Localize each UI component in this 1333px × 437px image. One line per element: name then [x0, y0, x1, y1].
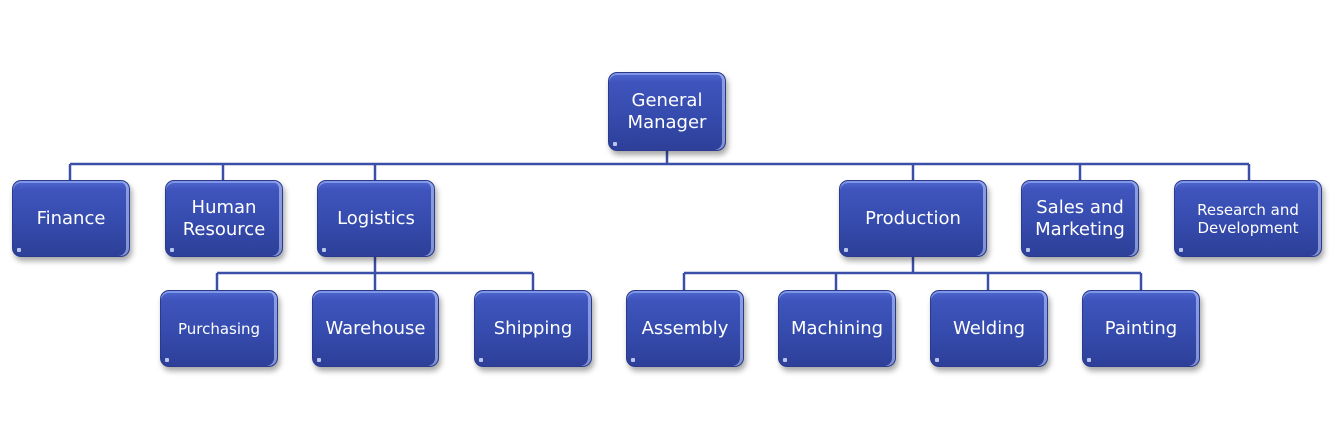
node-label: Painting — [1104, 317, 1178, 339]
node-machining[interactable]: Machining — [778, 290, 896, 367]
node-assembly[interactable]: Assembly — [626, 290, 744, 367]
node-label: Production — [865, 207, 961, 229]
node-sales-and-marketing[interactable]: Sales and Marketing — [1021, 180, 1139, 257]
node-logistics[interactable]: Logistics — [317, 180, 435, 257]
node-label: Warehouse — [325, 317, 426, 339]
node-label: Research and Development — [1197, 200, 1299, 237]
node-finance[interactable]: Finance — [12, 180, 130, 257]
node-label: Sales and Marketing — [1035, 196, 1125, 240]
node-painting[interactable]: Painting — [1082, 290, 1200, 367]
node-label: Finance — [36, 207, 106, 229]
node-label: Human Resource — [182, 196, 266, 240]
node-label: Purchasing — [177, 319, 261, 338]
node-label: Logistics — [337, 207, 415, 229]
node-human-resource[interactable]: Human Resource — [165, 180, 283, 257]
node-purchasing[interactable]: Purchasing — [160, 290, 278, 367]
node-label: Machining — [790, 317, 884, 339]
node-label: Welding — [952, 317, 1026, 339]
node-label: Assembly — [641, 317, 729, 339]
node-label: General Manager — [627, 89, 707, 133]
node-shipping[interactable]: Shipping — [474, 290, 592, 367]
node-label: Shipping — [493, 317, 573, 339]
node-research-and-development[interactable]: Research and Development — [1174, 180, 1322, 257]
node-warehouse[interactable]: Warehouse — [312, 290, 439, 367]
node-welding[interactable]: Welding — [930, 290, 1048, 367]
node-production[interactable]: Production — [839, 180, 987, 257]
node-general-manager[interactable]: General Manager — [608, 72, 726, 151]
